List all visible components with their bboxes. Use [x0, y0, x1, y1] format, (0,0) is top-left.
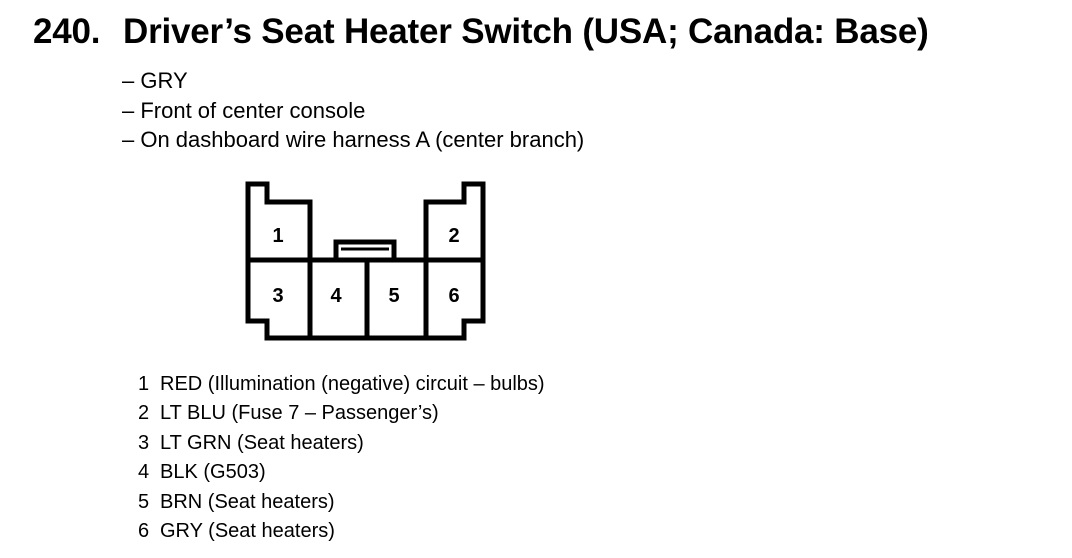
pin-number: 3 [138, 431, 150, 454]
description-location: – Front of center console [122, 97, 366, 123]
pin-number: 1 [138, 373, 150, 395]
locking-tab [333, 239, 397, 263]
cavity-5-label: 5 [388, 285, 399, 307]
pin-row: 5 BRN (Seat heaters) [138, 488, 545, 517]
pin-row: 3 LT GRN (Seat heaters) [138, 429, 545, 458]
cavity-6-label: 6 [448, 285, 459, 307]
pin-number: 4 [138, 461, 150, 484]
cavity-4-label: 4 [330, 285, 342, 307]
connector-diagram: 1 2 3 4 5 6 [245, 181, 486, 341]
pin-row: 1 RED (Illumination (negative) circuit – … [138, 370, 545, 399]
pin-number: 2 [138, 402, 150, 425]
page-title: 240. Driver’s Seat Heater Switch (USA; Ca… [33, 12, 929, 52]
cavity-3-label: 3 [272, 285, 283, 307]
pin-description: LT GRN (Seat heaters) [160, 431, 364, 454]
pin-description: RED (Illumination (negative) circuit – b… [160, 373, 545, 395]
pin-description: LT BLU (Fuse 7 – Passenger’s) [160, 402, 439, 425]
pin-description: BLK (G503) [160, 461, 266, 484]
pin-description: BRN (Seat heaters) [160, 490, 335, 513]
pin-list: 1 RED (Illumination (negative) circuit – … [138, 370, 545, 546]
description-color: – GRY [122, 68, 188, 93]
title-text: Driver’s Seat Heater Switch (USA; Canada… [123, 12, 929, 51]
pin-row: 2 LT BLU (Fuse 7 – Passenger’s) [138, 399, 545, 428]
pin-number: 5 [138, 490, 150, 513]
pin-row: 4 BLK (G503) [138, 458, 545, 487]
connector-description: – GRY – Front of center console – On das… [122, 66, 584, 155]
pin-number: 6 [138, 520, 150, 543]
description-harness: – On dashboard wire harness A (center br… [122, 127, 585, 152]
connector-housing [245, 181, 486, 341]
cavity-2-label: 2 [448, 225, 459, 247]
pin-row: 6 GRY (Seat heaters) [138, 517, 545, 546]
cavity-1-label: 1 [272, 225, 283, 247]
title-number: 240. [33, 12, 101, 51]
pin-description: GRY (Seat heaters) [160, 520, 335, 543]
